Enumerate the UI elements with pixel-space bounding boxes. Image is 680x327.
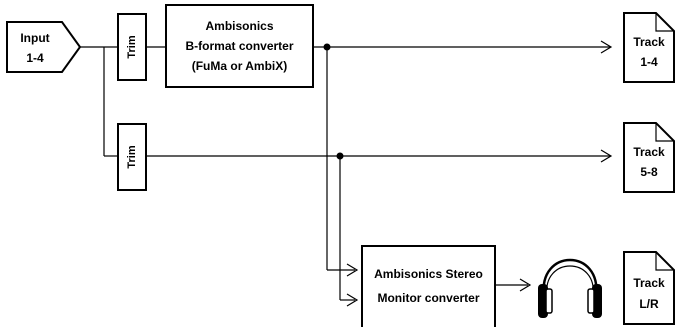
input-label-line2: 1-4	[26, 51, 44, 65]
junction-dot-bottom	[336, 152, 344, 160]
connector-lines	[80, 46, 610, 301]
bformat-line2: B-format converter	[185, 39, 293, 53]
arrow-headphones	[519, 278, 532, 292]
bformat-converter-block: Ambisonics B-format converter (FuMa or A…	[165, 4, 314, 88]
monitor-converter-block: Ambisonics Stereo Monitor converter	[361, 245, 496, 327]
track-lr-line2: L/R	[639, 297, 659, 311]
track-5-8-line2: 5-8	[640, 165, 658, 179]
track-5-8-node: Track 5-8	[623, 122, 675, 193]
arrow-track-1-4	[600, 40, 613, 54]
input-label-line1: Input	[20, 31, 49, 45]
arrowheads	[346, 40, 613, 307]
track-1-4-node: Track 1-4	[623, 12, 675, 83]
track-lr-node: Track L/R	[623, 251, 675, 325]
arrow-monitor-in-1	[346, 263, 359, 277]
trim-block-bottom: Trim	[117, 123, 147, 191]
arrow-track-5-8	[600, 149, 613, 163]
trim-bottom-label: Trim	[126, 145, 138, 168]
bformat-line1: Ambisonics	[205, 19, 273, 33]
track-lr-line1: Track	[633, 276, 665, 290]
trim-block-top: Trim	[117, 13, 147, 81]
track-1-4-line2: 1-4	[640, 55, 658, 69]
monitor-line1: Ambisonics Stereo	[374, 267, 483, 281]
monitor-line2: Monitor converter	[377, 291, 479, 305]
track-5-8-line1: Track	[633, 145, 665, 159]
input-node: Input 1-4	[6, 21, 82, 73]
bformat-line3: (FuMa or AmbiX)	[192, 59, 288, 73]
headphones-icon	[538, 258, 602, 318]
trim-top-label: Trim	[126, 35, 138, 58]
track-1-4-line1: Track	[633, 35, 665, 49]
junction-dot-top	[323, 43, 331, 51]
arrow-monitor-in-2	[346, 293, 359, 307]
